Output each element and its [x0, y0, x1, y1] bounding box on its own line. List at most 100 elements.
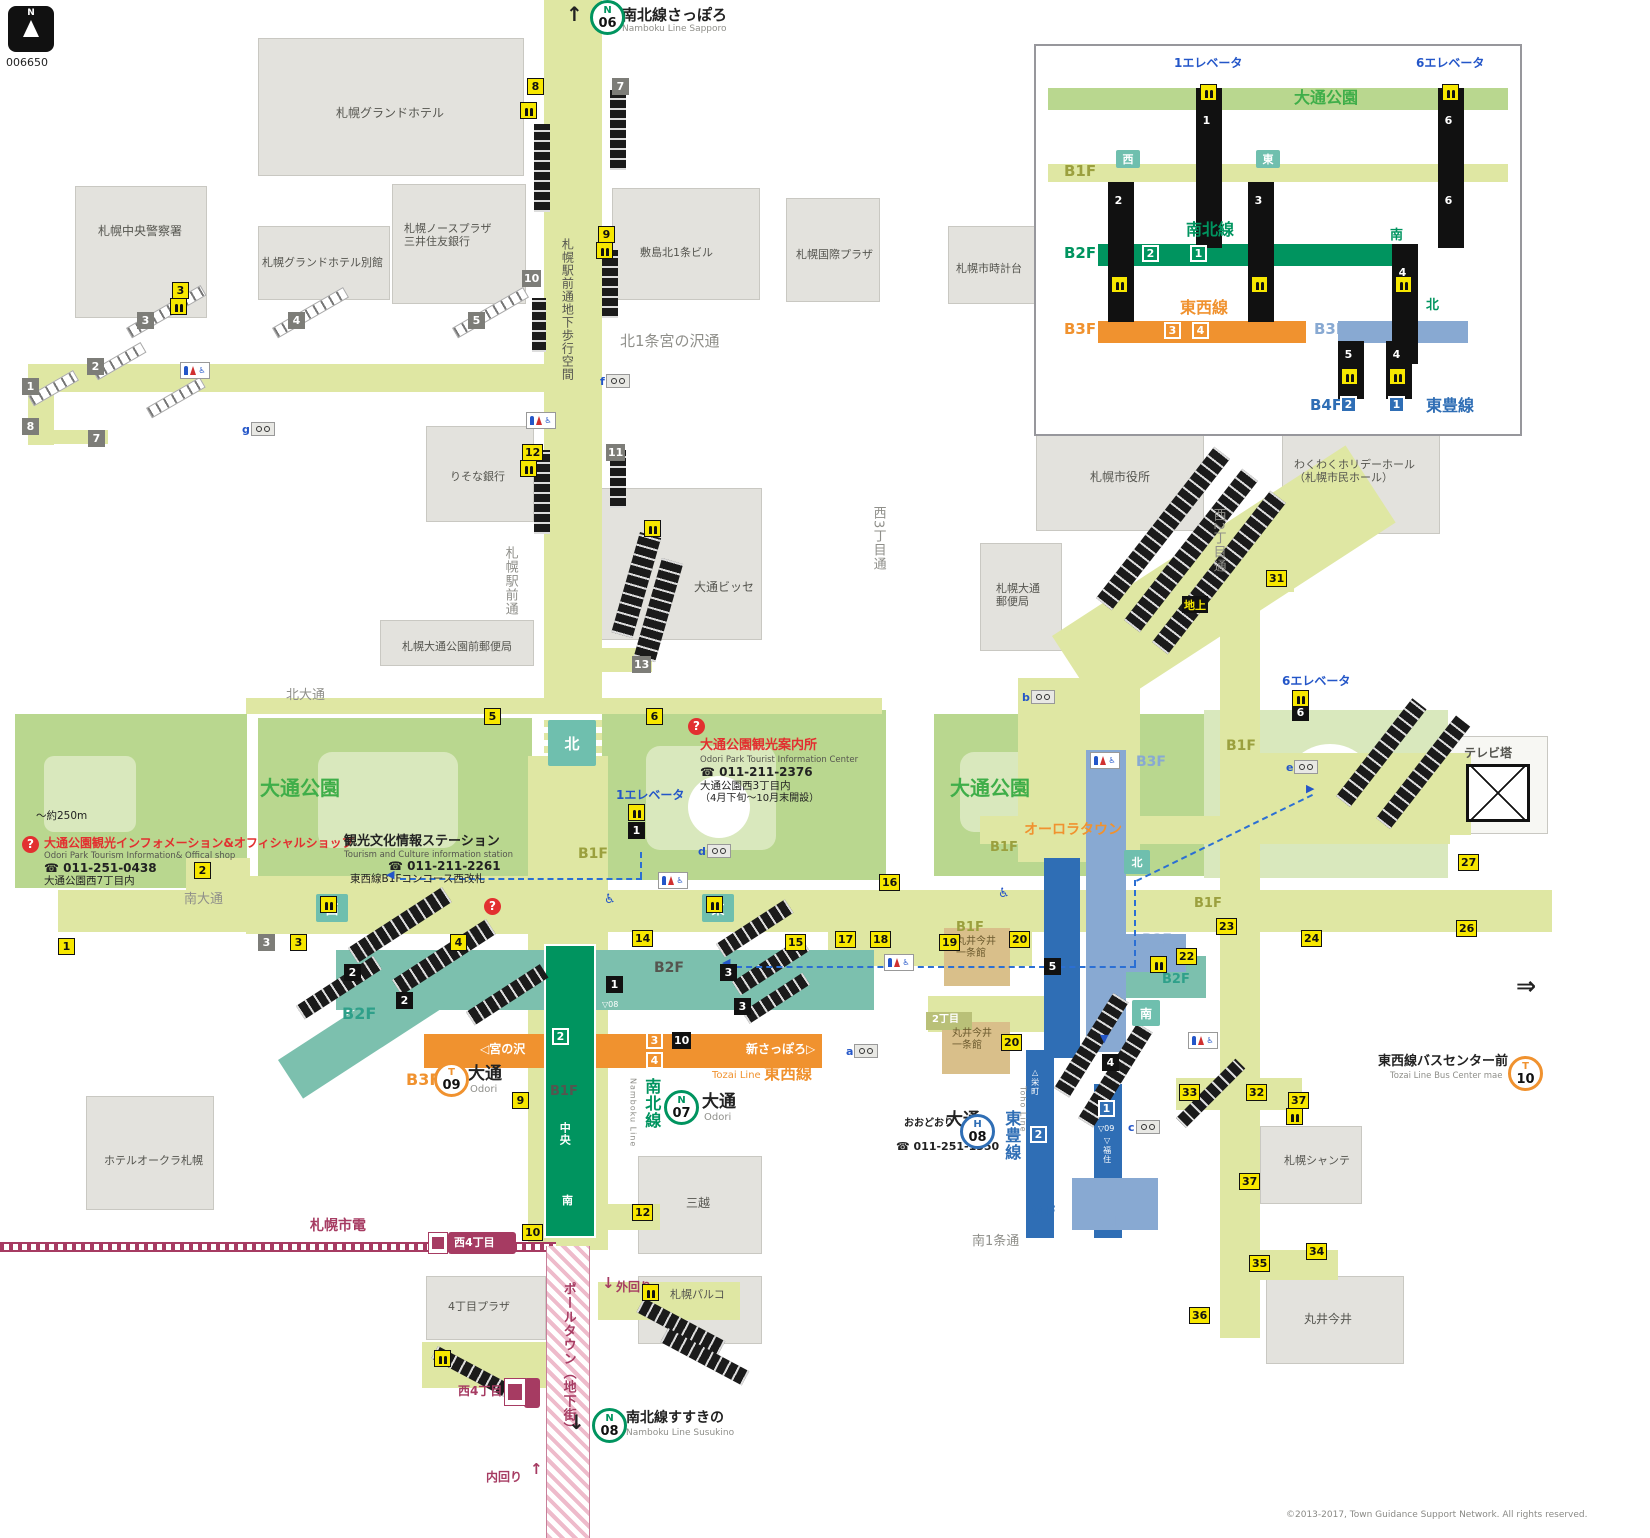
map-label: 敷島北1条ビル: [640, 246, 713, 259]
building-odori-post-office: [980, 543, 1062, 651]
map-label: 南: [562, 1194, 573, 1207]
bicycle-parking-icon: d: [698, 844, 731, 858]
map-label: 大通公園観光案内所: [700, 738, 818, 753]
exit-4: 4: [288, 312, 305, 329]
tram-line: [0, 1242, 556, 1252]
exit-5: 5: [1340, 346, 1357, 363]
exit-1: 1: [58, 938, 75, 955]
map-label: B1F: [990, 840, 1018, 855]
accessible-route-dashed-line: [1134, 880, 1136, 966]
direction-box: 南: [1132, 1000, 1160, 1026]
toho-b3f-south: [1072, 1178, 1158, 1230]
bicycle-parking-icon: f: [600, 374, 630, 388]
map-label: B1F: [956, 920, 984, 935]
elevator-icon: [1341, 368, 1358, 385]
elevator-icon: [1286, 1108, 1303, 1125]
elevator-icon: [1442, 84, 1459, 101]
map-label: オーロラタウン: [1024, 822, 1122, 838]
map-label: B3F: [1094, 1214, 1124, 1230]
map-label: ↓: [568, 1410, 585, 1434]
map-label: 東西線: [764, 1064, 813, 1083]
exit-17: 17: [835, 931, 857, 948]
building-shikishima: [612, 188, 760, 300]
map-label: Tozai Line Bus Center mae: [1390, 1071, 1503, 1081]
exit-3: 3: [720, 964, 737, 981]
map-label: ☎ 011-211-2261: [388, 859, 501, 873]
exit-1: 1: [628, 822, 645, 839]
elevator-icon: [1389, 368, 1406, 385]
accessible-route-dashed-line: [640, 852, 642, 878]
map-label: Odori Park Tourist Information Center: [700, 755, 859, 765]
exit-9: 9: [512, 1092, 529, 1109]
exit-2: 2: [1142, 245, 1159, 262]
building-north-plaza: [392, 184, 526, 304]
map-label: Odori Park Tourism Information& Offical …: [44, 851, 236, 861]
bicycle-parking-icon: g: [242, 422, 275, 436]
map-label: ～約250m: [36, 810, 88, 822]
map-label: ホテルオークラ札幌: [104, 1154, 203, 1167]
exit-2: 2: [1030, 1126, 1047, 1143]
accessible-route-dashed-line: [736, 966, 1136, 968]
exit-8: 8: [22, 418, 39, 435]
exit-2: 2: [194, 862, 211, 879]
kita-odori-strip: [246, 698, 882, 714]
exit-3: 3: [1164, 322, 1181, 339]
chikaho-corridor: [544, 0, 602, 716]
toilet-icon: ♿: [1188, 1032, 1218, 1049]
map-label: 観光文化情報ステーション: [344, 834, 500, 849]
exit-2: 2: [396, 992, 413, 1009]
map-label: 南北線すすきの: [626, 1410, 724, 1426]
exit-1: 1: [1190, 245, 1207, 262]
map-label: 6エレベータ: [1282, 674, 1351, 688]
exit-6: 6: [1440, 112, 1457, 129]
inset-park-bar: [1048, 88, 1508, 110]
map-label: ▽08: [602, 1000, 619, 1009]
elevator-icon: [170, 298, 187, 315]
exit-1: 1: [22, 378, 39, 395]
map-label: ☎ 011-211-2376: [700, 765, 813, 779]
map-label: 大通公園: [1294, 88, 1359, 107]
map-label: 三越: [686, 1196, 711, 1210]
map-label: ☎ 011-251-0438: [44, 861, 157, 875]
exit-5: 5: [468, 312, 485, 329]
exit-5: 5: [1044, 958, 1061, 975]
park-lawn: [318, 752, 458, 848]
exit-34: 34: [1306, 1243, 1328, 1260]
station-badge-line-letter: N: [605, 1412, 614, 1424]
bicycle-parking-letter: e: [1286, 760, 1294, 774]
tozai-platform: [424, 1034, 822, 1068]
building-park-front-post-office: [380, 620, 534, 666]
elevator-icon: [1111, 276, 1128, 293]
map-label: 札幌市時計台: [956, 262, 1022, 275]
map-label: Namboku Line: [628, 1078, 638, 1148]
map-label: Namboku Line Susukino: [626, 1428, 735, 1438]
map-label: 東豊線: [1002, 1110, 1022, 1161]
map-label: 2丁目: [932, 1014, 959, 1025]
map-label: 札幌中央警察署: [98, 224, 183, 238]
map-label: B3F: [1064, 320, 1097, 338]
map-label: おおどおり: [904, 1118, 954, 1129]
building-clock-tower: [948, 226, 1036, 304]
map-label: 東豊線: [1426, 396, 1475, 415]
elevator-icon: [320, 896, 337, 913]
map-label: Tozai Line: [712, 1070, 761, 1081]
exit-3: 3: [1250, 192, 1267, 209]
map-label: B1F: [1064, 162, 1097, 180]
map-label: 札幌グランドホテル: [336, 106, 445, 120]
map-label: 西2丁目通: [1210, 508, 1226, 574]
station-badge-line-letter: T: [448, 1066, 455, 1078]
map-label: 札幌グランドホテル別館: [262, 256, 383, 269]
elevator-icon: [596, 242, 613, 259]
toilet-icon: ♿: [1090, 752, 1120, 769]
map-label: 南1条通: [972, 1234, 1020, 1249]
escalator-icon: [532, 298, 546, 352]
exit-11: 11: [606, 444, 626, 461]
map-label: 大通: [468, 1064, 502, 1084]
map-label: りそな銀行: [450, 470, 505, 483]
exit-13: 13: [632, 656, 652, 673]
exit-31: 31: [1266, 570, 1288, 587]
elevator-icon: [1251, 276, 1268, 293]
